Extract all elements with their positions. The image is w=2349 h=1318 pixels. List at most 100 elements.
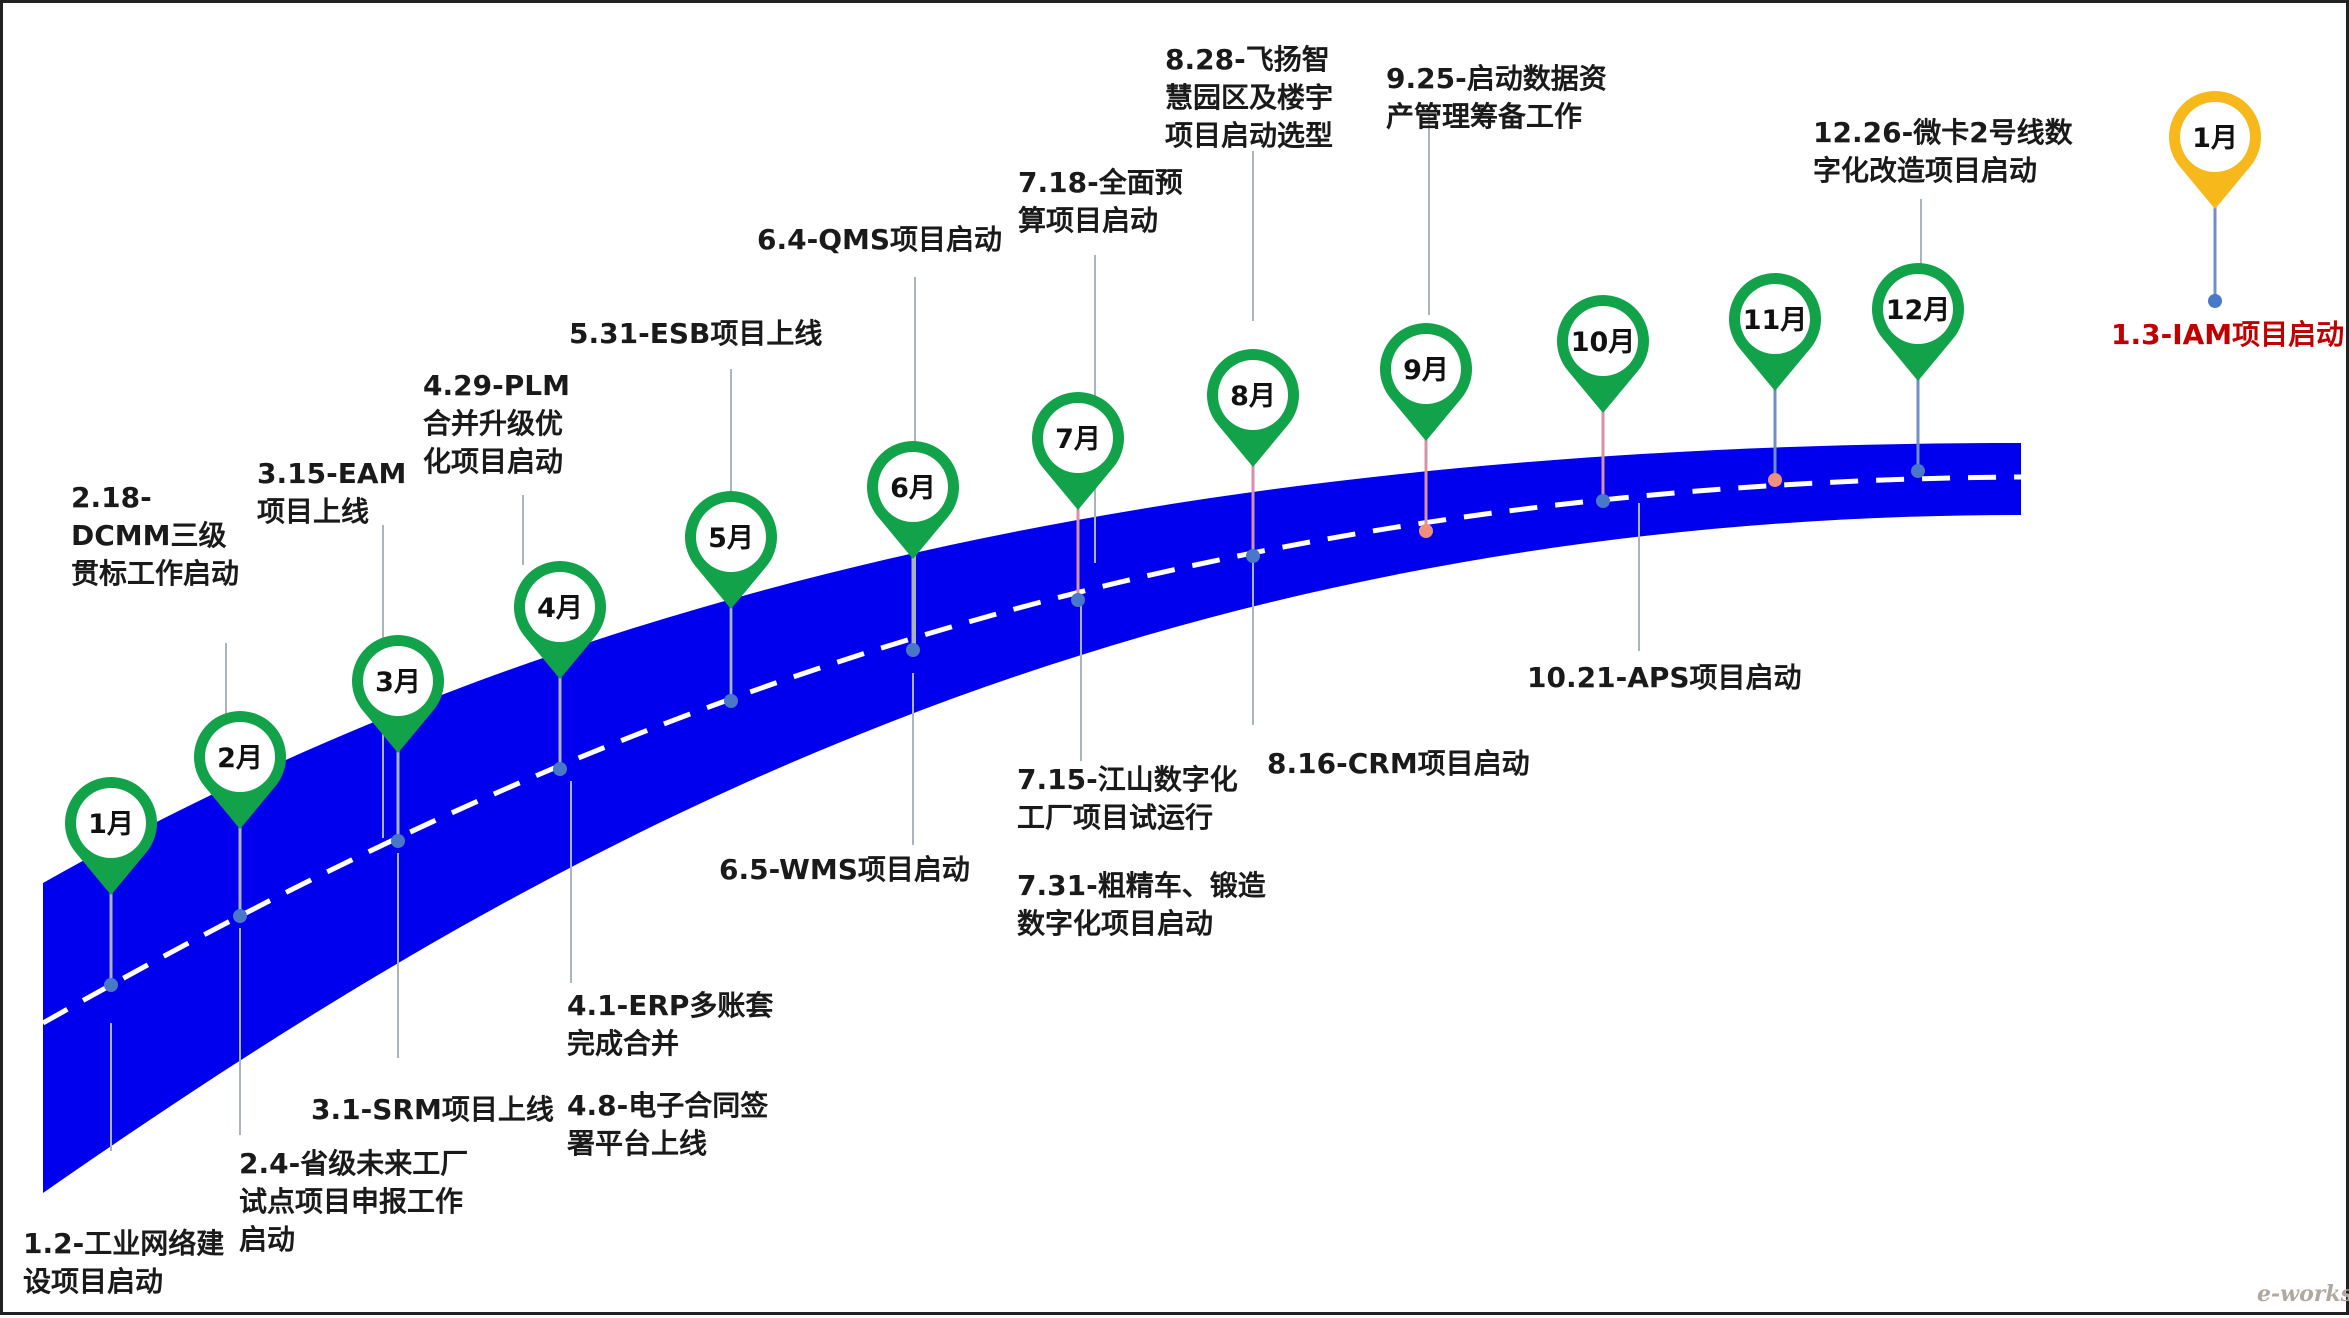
month-pin-2-label: 2月 <box>217 743 263 774</box>
event-label-19-line-2: 字化改造项目启动 <box>1813 154 2037 187</box>
event-label-7: 4.1-ERP多账套完成合并 <box>567 989 774 1060</box>
month-pin-11-label: 11月 <box>1743 305 1808 336</box>
event-label-13-line-1: 7.15-江山数字化 <box>1017 763 1238 796</box>
event-label-2: 2.18- DCMM三级贯标工作启动 <box>71 481 239 590</box>
month-pin-11-marker-icon: 11月 <box>1729 272 1821 391</box>
event-label-10: 6.4-QMS项目启动 <box>757 223 1002 256</box>
event-label-17-line-2: 产管理筹备工作 <box>1386 100 1582 133</box>
event-label-15-line-3: 项目启动选型 <box>1165 119 1333 152</box>
timeline-road <box>43 443 2021 1193</box>
event-label-19-line-1: 12.26-微卡2号线数 <box>1813 116 2074 149</box>
event-label-8-line-2: 署平台上线 <box>567 1127 707 1160</box>
event-label-15: 8.28-飞扬智慧园区及楼宇项目启动选型 <box>1165 43 1333 152</box>
event-label-4: 3.15-EAM 项目上线 <box>257 457 406 528</box>
month-pin-3-marker-icon: 3月 <box>352 635 444 753</box>
month-pin-5-label: 5月 <box>708 523 754 554</box>
event-label-18: 10.21-APS项目启动 <box>1527 661 1802 694</box>
event-label-1-line-2: 设项目启动 <box>23 1265 163 1298</box>
watermark-logo: e-works <box>2257 1281 2349 1307</box>
month-pin-1-dot <box>104 978 118 992</box>
event-label-2-line-1: 2.18- <box>71 481 152 514</box>
event-label-15-line-2: 慧园区及楼宇 <box>1165 81 1333 114</box>
month-pin-4-label: 4月 <box>537 593 583 624</box>
month-pin-12-marker-icon: 12月 <box>1872 262 1964 381</box>
month-pin-7-label: 7月 <box>1055 424 1101 455</box>
event-label-15-line-1: 8.28-飞扬智 <box>1165 43 1330 76</box>
event-label-20-line-1: 1.3-IAM项目启动 <box>2111 318 2344 351</box>
month-pin-4-marker-icon: 4月 <box>514 561 606 679</box>
month-pin-9-marker-icon: 9月 <box>1380 322 1472 441</box>
month-pin-6-label: 6月 <box>890 473 936 504</box>
event-label-14-line-2: 数字化项目启动 <box>1017 907 1213 940</box>
month-pin-4-dot <box>553 762 567 776</box>
month-pin-1-label: 1月 <box>88 809 134 840</box>
event-label-5: 3.1-SRM项目上线 <box>311 1093 554 1126</box>
event-label-13-line-2: 工厂项目试运行 <box>1017 801 1213 834</box>
month-pin-6-marker-icon: 6月 <box>866 441 959 559</box>
month-pin-10-dot <box>1596 494 1610 508</box>
event-label-7-line-1: 4.1-ERP多账套 <box>567 989 774 1022</box>
event-label-6: 4.29-PLM 合并升级优化项目启动 <box>423 369 570 478</box>
event-label-8-line-1: 4.8-电子合同签 <box>567 1089 768 1122</box>
month-pin-9-label: 9月 <box>1403 355 1449 386</box>
event-label-14-line-1: 7.31-粗精车、锻造 <box>1017 869 1266 902</box>
month-pin-10-label: 10月 <box>1571 327 1636 358</box>
event-label-9: 5.31-ESB项目上线 <box>569 317 822 350</box>
month-pin-8-marker-icon: 8月 <box>1207 348 1299 467</box>
month-pin-2-marker-icon: 2月 <box>193 711 286 829</box>
event-label-7-line-2: 完成合并 <box>567 1027 679 1060</box>
event-label-8: 4.8-电子合同签署平台上线 <box>567 1089 768 1160</box>
event-label-17: 9.25-启动数据资产管理筹备工作 <box>1386 62 1607 133</box>
event-label-12-line-2: 算项目启动 <box>1018 204 1158 237</box>
event-label-3-line-3: 启动 <box>239 1223 295 1256</box>
month-pin-7-dot <box>1071 593 1085 607</box>
month-pin-1-marker-icon: 1月 <box>65 777 157 895</box>
month-pin-5-dot <box>724 694 738 708</box>
event-label-1-line-1: 1.2-工业网络建 <box>23 1227 224 1260</box>
event-label-16-line-1: 8.16-CRM项目启动 <box>1267 747 1530 780</box>
event-label-10-line-1: 6.4-QMS项目启动 <box>757 223 1002 256</box>
month-pin-2-dot <box>233 909 247 923</box>
month-pin-6-dot <box>906 643 920 657</box>
month-pin-12-label: 12月 <box>1886 295 1951 326</box>
event-label-1: 1.2-工业网络建设项目启动 <box>23 1227 224 1298</box>
event-label-14: 7.31-粗精车、锻造数字化项目启动 <box>1017 869 1266 940</box>
month-pin-11-dot <box>1768 473 1782 487</box>
month-pin-5-marker-icon: 5月 <box>685 491 777 609</box>
event-label-2-line-3: 贯标工作启动 <box>71 557 239 590</box>
event-label-17-line-1: 9.25-启动数据资 <box>1386 62 1607 95</box>
event-label-13: 7.15-江山数字化工厂项目试运行 <box>1017 763 1238 834</box>
event-connector-lines <box>109 115 2217 1151</box>
event-label-3: 2.4-省级未来工厂试点项目申报工作启动 <box>239 1147 468 1256</box>
event-label-18-line-1: 10.21-APS项目启动 <box>1527 661 1802 694</box>
event-label-2-line-2: DCMM三级 <box>71 519 227 552</box>
event-label-3-line-1: 2.4-省级未来工厂 <box>239 1147 468 1180</box>
event-dots <box>104 294 2222 992</box>
event-label-20: 1.3-IAM项目启动 <box>2111 318 2344 351</box>
event-label-6-line-1: 4.29-PLM <box>423 369 570 402</box>
event-label-4-line-1: 3.15-EAM <box>257 457 406 490</box>
timeline-diagram: 1月 2月 3月 4月 5月 6月 7月 8月 9月 10月 11月 12月 1月 1.2-工业网络建设… <box>23 43 2349 1307</box>
next-year-pin-marker-icon: 1月 <box>2169 90 2262 209</box>
month-pin-3-label: 3月 <box>375 667 421 698</box>
event-label-6-line-3: 化项目启动 <box>423 445 563 478</box>
event-label-4-line-2: 项目上线 <box>257 495 369 528</box>
month-pin-8-dot <box>1246 549 1260 563</box>
event-label-11: 6.5-WMS项目启动 <box>719 853 970 886</box>
month-pin-8-label: 8月 <box>1230 381 1276 412</box>
month-pin-12-dot <box>1911 464 1925 478</box>
event-label-9-line-1: 5.31-ESB项目上线 <box>569 317 822 350</box>
event-label-6-line-2: 合并升级优 <box>423 407 563 440</box>
event-label-12: 7.18-全面预算项目启动 <box>1018 166 1183 237</box>
month-pin-9-dot <box>1419 524 1433 538</box>
month-pin-10-marker-icon: 10月 <box>1557 294 1649 413</box>
month-pins: 1月 2月 3月 4月 5月 6月 7月 8月 9月 10月 11月 12月 1月 <box>65 90 2262 895</box>
event-label-16: 8.16-CRM项目启动 <box>1267 747 1530 780</box>
next-year-pin-dot <box>2208 294 2222 308</box>
month-pin-3-dot <box>391 834 405 848</box>
month-pin-7-marker-icon: 7月 <box>1031 391 1124 510</box>
timeline-road-dashed-centerline <box>41 474 2022 1026</box>
event-label-5-line-1: 3.1-SRM项目上线 <box>311 1093 554 1126</box>
event-label-19: 12.26-微卡2号线数字化改造项目启动 <box>1813 116 2074 187</box>
